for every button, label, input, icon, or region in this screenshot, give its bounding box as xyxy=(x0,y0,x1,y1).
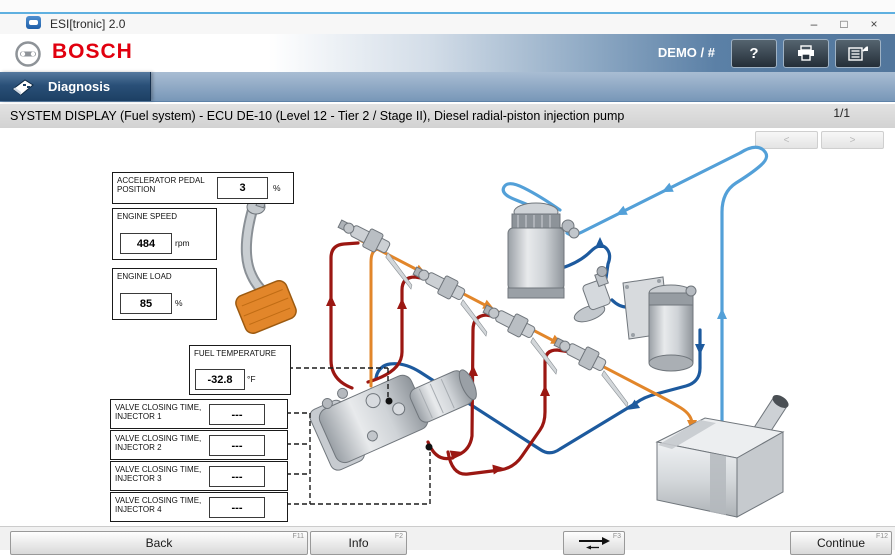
valve-closing-time-injector-2-box: VALVE CLOSING TIME, INJECTOR 2 --- xyxy=(110,430,288,460)
engine-speed-unit: rpm xyxy=(175,238,190,248)
step-arrow-icon xyxy=(579,536,610,549)
tab-diagnosis[interactable]: Diagnosis xyxy=(0,72,151,101)
valve-closing-time-injector-4-value: --- xyxy=(209,497,265,518)
fuel-temperature-unit: °F xyxy=(247,374,256,384)
valve-closing-time-injector-3-box: VALVE CLOSING TIME, INJECTOR 3 --- xyxy=(110,461,288,491)
accelerator-pedal-position-value: 3 xyxy=(217,177,268,199)
tab-diagnosis-label: Diagnosis xyxy=(48,79,111,94)
page-next-button[interactable]: > xyxy=(821,131,884,149)
engine-load-unit: % xyxy=(175,298,183,308)
accelerator-pedal-position-box: ACCELERATOR PEDAL POSITION 3 % xyxy=(112,172,294,204)
valve-closing-time-injector-4-label: VALVE CLOSING TIME, INJECTOR 4 xyxy=(115,496,202,514)
info-fkey: F2 xyxy=(394,533,403,540)
diagnosis-connector-icon xyxy=(12,78,34,96)
engine-speed-box: ENGINE SPEED 484 rpm xyxy=(112,208,217,260)
bosch-logo-icon xyxy=(15,41,41,67)
valve-closing-time-injector-3-label: VALVE CLOSING TIME, INJECTOR 3 xyxy=(115,465,202,483)
injector-2 xyxy=(412,266,488,337)
page-counter: 1/1 xyxy=(833,106,850,120)
page-title: SYSTEM DISPLAY (Fuel system) - ECU DE-10… xyxy=(10,109,625,123)
injector-1 xyxy=(337,219,413,290)
fuel-temperature-label: FUEL TEMPERATURE xyxy=(194,349,277,358)
engine-load-value: 85 xyxy=(120,293,172,314)
session-indicator: DEMO / # xyxy=(657,45,715,60)
window-top-edge xyxy=(0,12,895,14)
tab-strip: Diagnosis xyxy=(0,72,895,102)
engine-load-label: ENGINE LOAD xyxy=(117,272,172,281)
valve-closing-time-injector-1-box: VALVE CLOSING TIME, INJECTOR 1 --- xyxy=(110,399,288,429)
close-button[interactable]: × xyxy=(870,17,878,31)
tank-filler-neck xyxy=(753,395,789,437)
engine-speed-label: ENGINE SPEED xyxy=(117,212,178,221)
injection-pump xyxy=(309,369,477,471)
valve-closing-time-injector-2-label: VALVE CLOSING TIME, INJECTOR 2 xyxy=(115,434,202,452)
app-icon xyxy=(26,16,41,29)
brand-name: BOSCH xyxy=(52,40,133,63)
brand-bar: BOSCH DEMO / # ? xyxy=(0,34,895,72)
electric-fuel-pump xyxy=(622,276,697,372)
printer-icon xyxy=(798,45,814,61)
measurement-connectors xyxy=(286,367,433,505)
valve-closing-time-injector-2-value: --- xyxy=(209,435,265,456)
window-title: ESI[tronic] 2.0 xyxy=(50,17,126,31)
minimize-button[interactable]: – xyxy=(810,17,818,31)
continue-button-label: Continue xyxy=(816,536,866,550)
page-prev-button[interactable]: < xyxy=(755,131,818,149)
valve-closing-time-injector-1-value: --- xyxy=(209,404,265,425)
report-list-button[interactable] xyxy=(835,39,881,68)
engine-speed-value: 484 xyxy=(120,233,172,254)
back-button-label: Back xyxy=(145,536,173,550)
overflow-valve xyxy=(573,265,611,323)
valve-closing-time-injector-1-label: VALVE CLOSING TIME, INJECTOR 1 xyxy=(115,403,202,421)
injector-3 xyxy=(482,304,558,375)
accelerator-pedal xyxy=(235,192,297,334)
valve-closing-time-injector-3-value: --- xyxy=(209,466,265,487)
back-fkey: F11 xyxy=(292,533,304,540)
accelerator-pedal-position-label: ACCELERATOR PEDAL POSITION xyxy=(117,176,205,194)
maximize-button[interactable]: □ xyxy=(840,17,848,31)
step-fkey: F3 xyxy=(612,533,621,540)
fuel-tank xyxy=(655,395,789,518)
print-button[interactable] xyxy=(783,39,829,68)
fuel-filter xyxy=(507,202,580,299)
info-button-label: Info xyxy=(348,536,369,550)
report-list-icon xyxy=(848,46,868,61)
injector-4 xyxy=(553,337,629,408)
valve-closing-time-injector-4-box: VALVE CLOSING TIME, INJECTOR 4 --- xyxy=(110,492,288,522)
fuel-temperature-value: -32.8 xyxy=(195,369,245,390)
page-title-strip: SYSTEM DISPLAY (Fuel system) - ECU DE-10… xyxy=(0,104,895,128)
fuel-temperature-box: FUEL TEMPERATURE -32.8 °F xyxy=(189,345,291,395)
continue-fkey: F12 xyxy=(875,533,888,540)
help-button[interactable]: ? xyxy=(731,39,777,68)
engine-load-box: ENGINE LOAD 85 % xyxy=(112,268,217,320)
accelerator-pedal-position-unit: % xyxy=(273,183,281,193)
